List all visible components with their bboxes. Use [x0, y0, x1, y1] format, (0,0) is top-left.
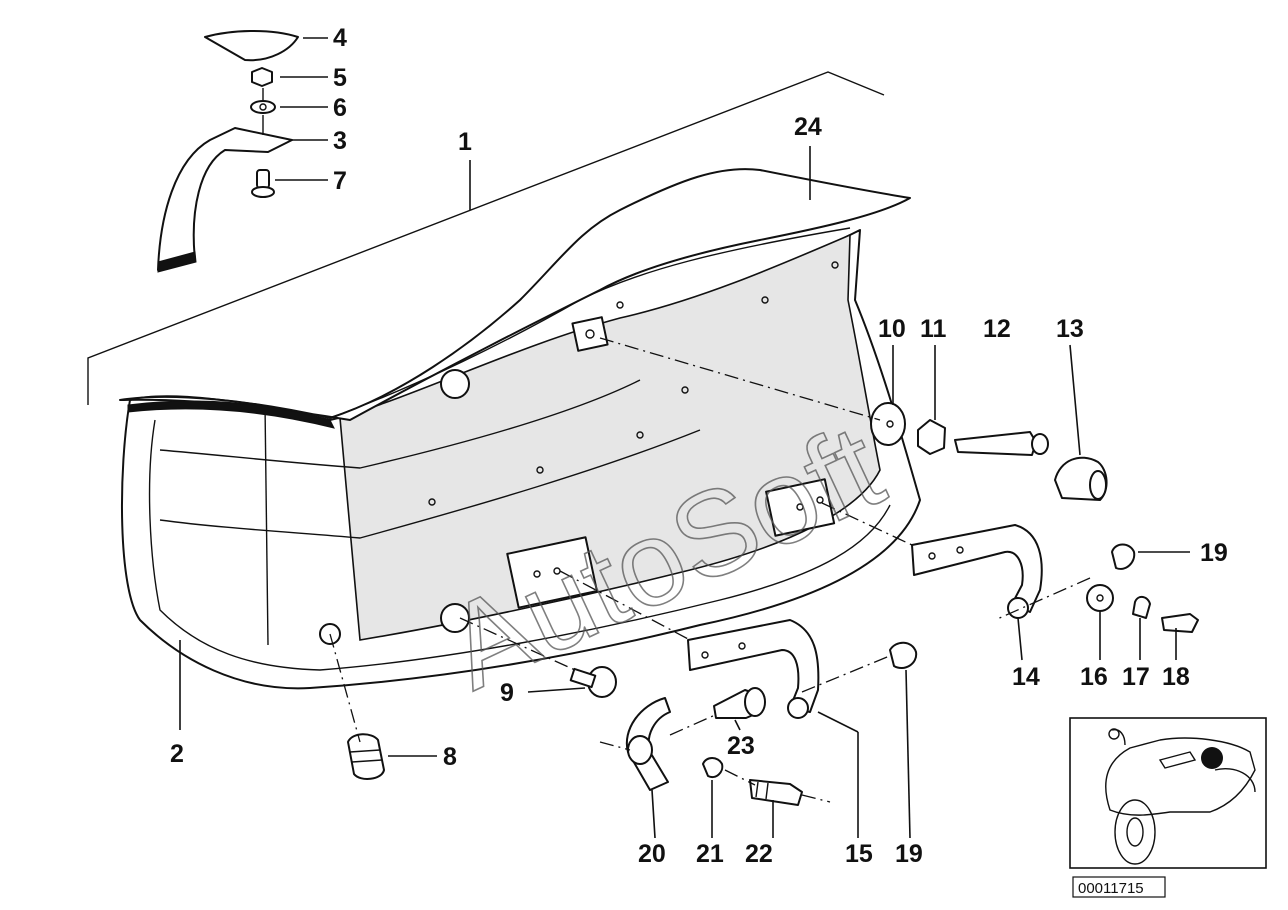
- callout-labels: 1 2 3 4 5 6 7 8 9 10 11 12 13 14 15 16 1…: [170, 24, 1228, 868]
- top-bracket-assembly: [157, 30, 299, 273]
- motorcycle-locator-inset: [1069, 717, 1267, 869]
- callout-22: 22: [745, 840, 773, 868]
- cover-lid: [119, 168, 911, 429]
- leader-lines: [179, 37, 1190, 839]
- callout-3: 3: [333, 127, 347, 155]
- callout-7: 7: [333, 167, 347, 195]
- callout-19-right: 19: [1200, 539, 1228, 567]
- callout-4: 4: [333, 24, 347, 52]
- callout-17: 17: [1122, 663, 1150, 691]
- callout-11: 11: [920, 315, 947, 343]
- document-number: 00011715: [1078, 880, 1144, 897]
- callout-23: 23: [727, 732, 755, 760]
- callout-20: 20: [638, 840, 666, 868]
- callout-12: 12: [983, 315, 1011, 343]
- callout-16: 16: [1080, 663, 1108, 691]
- case-body: [87, 71, 921, 690]
- callout-5: 5: [333, 64, 347, 92]
- document-number-box: 00011715: [1072, 876, 1166, 898]
- callout-6: 6: [333, 94, 347, 122]
- callout-19-bottom: 19: [895, 840, 923, 868]
- fastener-parts: [347, 402, 1199, 806]
- callout-21: 21: [696, 840, 724, 868]
- callout-24: 24: [794, 113, 822, 141]
- callout-14: 14: [1012, 663, 1040, 691]
- callout-8: 8: [443, 743, 457, 771]
- callout-2: 2: [170, 740, 184, 768]
- callout-15: 15: [845, 840, 873, 868]
- callout-10: 10: [878, 315, 906, 343]
- callout-18: 18: [1162, 663, 1190, 691]
- callout-13: 13: [1056, 315, 1084, 343]
- callout-1: 1: [458, 128, 472, 156]
- callout-9: 9: [500, 679, 514, 707]
- assembly-axis-lines: [329, 337, 1091, 803]
